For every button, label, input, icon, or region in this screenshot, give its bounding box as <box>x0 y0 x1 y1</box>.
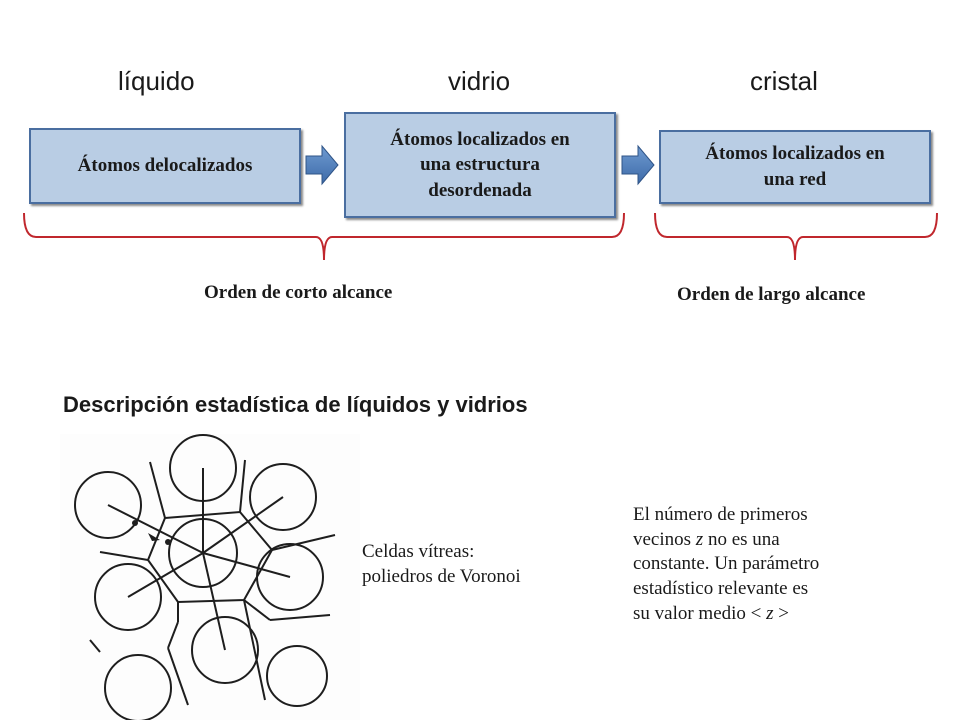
note-line1: El número de primeros <box>633 504 808 525</box>
note-line2-prefix: vecinos <box>633 528 696 550</box>
note-line2-suffix: no es una <box>703 528 780 550</box>
note-line2-variable: z <box>695 528 704 550</box>
label-glass: vidrio <box>448 66 511 96</box>
box-disordered-structure: Átomos localizados en una estructura des… <box>344 112 616 218</box>
box-lattice-line1: Átomos localizados en <box>705 143 885 165</box>
label-short-range-order: Orden de corto alcance <box>204 282 393 303</box>
note-line2: vecinos z no es una <box>633 528 819 553</box>
note-line4: estadístico relevante es <box>633 578 809 600</box>
note-line5-variable: z <box>766 602 774 624</box>
box-disordered-line2: una estructura <box>420 154 540 176</box>
box-delocalized-atoms: Átomos delocalizados <box>29 128 301 204</box>
box-disordered-line1: Átomos localizados en <box>390 128 570 150</box>
coordination-number-note: El número de primeros vecinos z no es un… <box>633 503 819 626</box>
voronoi-caption-line2: poliedros de Voronoi <box>362 565 521 587</box>
box-lattice-line2: una red <box>763 169 827 190</box>
brace-long-range <box>654 212 938 261</box>
arrow-right-icon <box>305 144 339 186</box>
box-disordered-line3: desordenada <box>428 179 532 201</box>
note-line3: constante. Un parámetro <box>633 553 820 575</box>
label-crystal: cristal <box>750 66 818 96</box>
voronoi-caption: Celdas vítreas: poliedros de Voronoi <box>362 540 521 589</box>
note-line5: su valor medio < z > <box>633 602 819 627</box>
note-line5-prefix: su valor medio < <box>633 602 767 624</box>
note-line5-suffix: > <box>773 602 790 624</box>
brace-short-range <box>23 212 625 261</box>
label-long-range-order: Orden de largo alcance <box>677 284 866 305</box>
voronoi-caption-line1: Celdas vítreas: <box>362 541 475 562</box>
arrow-right-icon <box>621 144 655 186</box>
section-title: Descripción estadística de líquidos y vi… <box>63 392 528 417</box>
label-liquid: líquido <box>118 66 195 96</box>
box-lattice: Átomos localizados en una red <box>659 130 931 204</box>
box-delocalized-text: Átomos delocalizados <box>77 155 253 177</box>
